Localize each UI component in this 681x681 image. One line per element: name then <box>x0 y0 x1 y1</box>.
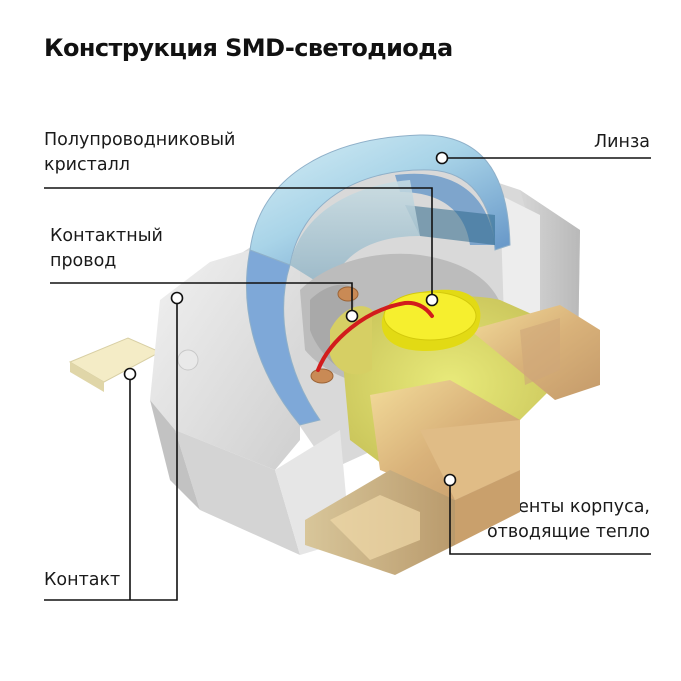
marker-contact-tab <box>123 367 137 381</box>
bond-pads <box>310 286 359 384</box>
marker-wire <box>345 309 359 323</box>
marker-heat <box>443 473 457 487</box>
callout-markers <box>123 151 457 487</box>
label-contact: Контакт <box>44 570 121 590</box>
lens <box>246 134 511 426</box>
heatsink-lead-frame <box>305 296 600 575</box>
label-lens: Линза <box>593 132 650 152</box>
callout-lines <box>44 157 651 601</box>
marker-lens <box>435 151 449 165</box>
page-title: Конструкция SMD-светодиода <box>44 34 453 62</box>
callout-line-wire <box>50 282 353 312</box>
marker-crystal <box>425 293 439 307</box>
callout-line-crystal <box>44 187 433 296</box>
label-contact-wire: Контактный провод <box>50 226 163 271</box>
label-semiconductor-crystal: Полупроводниковый кристалл <box>44 130 236 175</box>
bond-wire <box>316 300 434 372</box>
callout-line-heat <box>449 484 651 555</box>
marker-contact-housing <box>170 291 184 305</box>
callout-line-contact <box>44 298 178 601</box>
